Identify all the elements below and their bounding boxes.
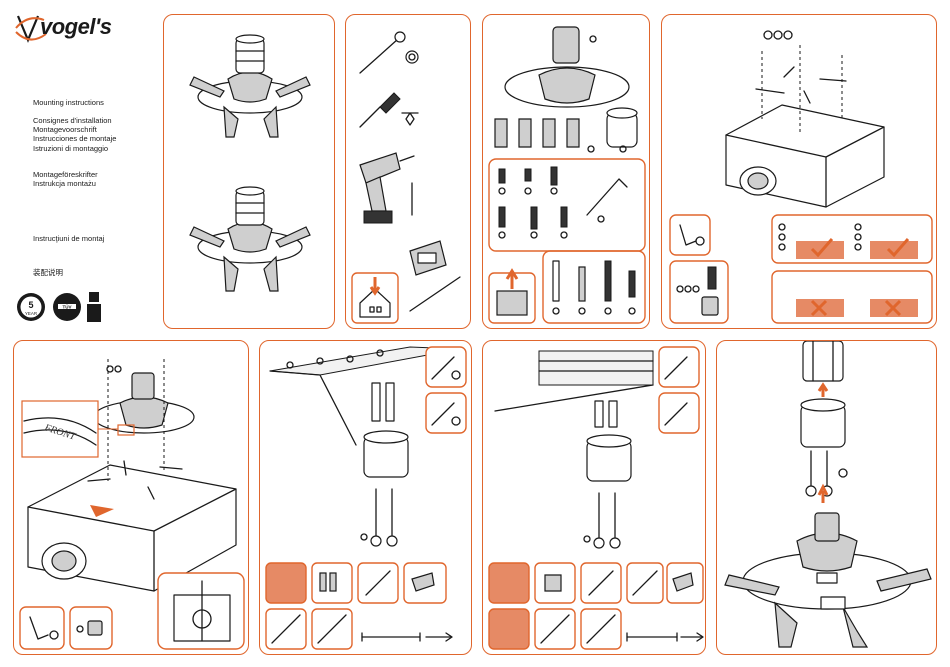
ceiling-column-illustration <box>584 401 631 548</box>
spacer-template-icon <box>410 241 446 275</box>
title-group-2: Consignes d'installation Montagevoorschr… <box>33 116 116 153</box>
panel-attach-to-projector <box>661 14 937 329</box>
wall-plug-illustration <box>553 261 635 314</box>
title-english: Mounting instructions <box>33 98 104 107</box>
svg-text:5: 5 <box>28 300 33 310</box>
title-chinese: 装配说明 <box>33 268 63 277</box>
pencil-icon <box>410 277 460 311</box>
title-romanian: Instrucţiuni de montaj <box>33 234 104 243</box>
house-icon <box>352 273 398 323</box>
screwdriver-icon <box>360 93 418 127</box>
recycle-icon <box>86 290 102 324</box>
screw-set-illustration <box>499 167 627 238</box>
svg-text:YEAR: YEAR <box>25 311 38 316</box>
concrete-material-box <box>266 563 306 603</box>
panel-wooden-ceiling <box>482 340 706 655</box>
arm-parts-illustration <box>495 108 637 152</box>
wooden-beam-illustration <box>495 351 653 411</box>
panel-concrete-ceiling <box>259 340 472 655</box>
brand-name: vogel's <box>40 14 111 40</box>
title-group-3: Montageföreskrifter Instrukcja montażu <box>33 170 98 188</box>
svg-text:TÜV: TÜV <box>63 303 72 309</box>
screw-set-box <box>489 159 645 251</box>
allen-key-tool-box <box>20 607 64 649</box>
ceiling-plate-illustration <box>803 341 843 397</box>
panel-final-assembly <box>716 340 937 655</box>
mount-head-illustration <box>505 27 629 107</box>
screw-count-icons <box>764 31 792 39</box>
panel-parts-list <box>482 14 650 329</box>
projector-with-mount-illustration <box>28 359 236 591</box>
panel-required-tools <box>345 14 471 329</box>
allen-key-box <box>670 215 710 255</box>
guarantee-icon: 5 YEAR <box>16 292 46 322</box>
ceiling-column-illustration <box>361 383 408 546</box>
tuv-icon: TÜV <box>52 292 82 322</box>
ceiling-mount-top-illustration <box>190 35 310 137</box>
column-illustration <box>801 399 847 503</box>
drill-icon <box>360 153 414 223</box>
wood-material-box <box>489 563 529 603</box>
wrench-icon <box>360 32 418 73</box>
ceiling-mount-bottom-illustration <box>190 187 310 291</box>
mount-with-arms-illustration <box>725 513 931 647</box>
panel-product-overview <box>163 14 335 329</box>
projector-illustration <box>726 105 884 207</box>
panel-front-orientation: FRONT <box>13 340 249 655</box>
